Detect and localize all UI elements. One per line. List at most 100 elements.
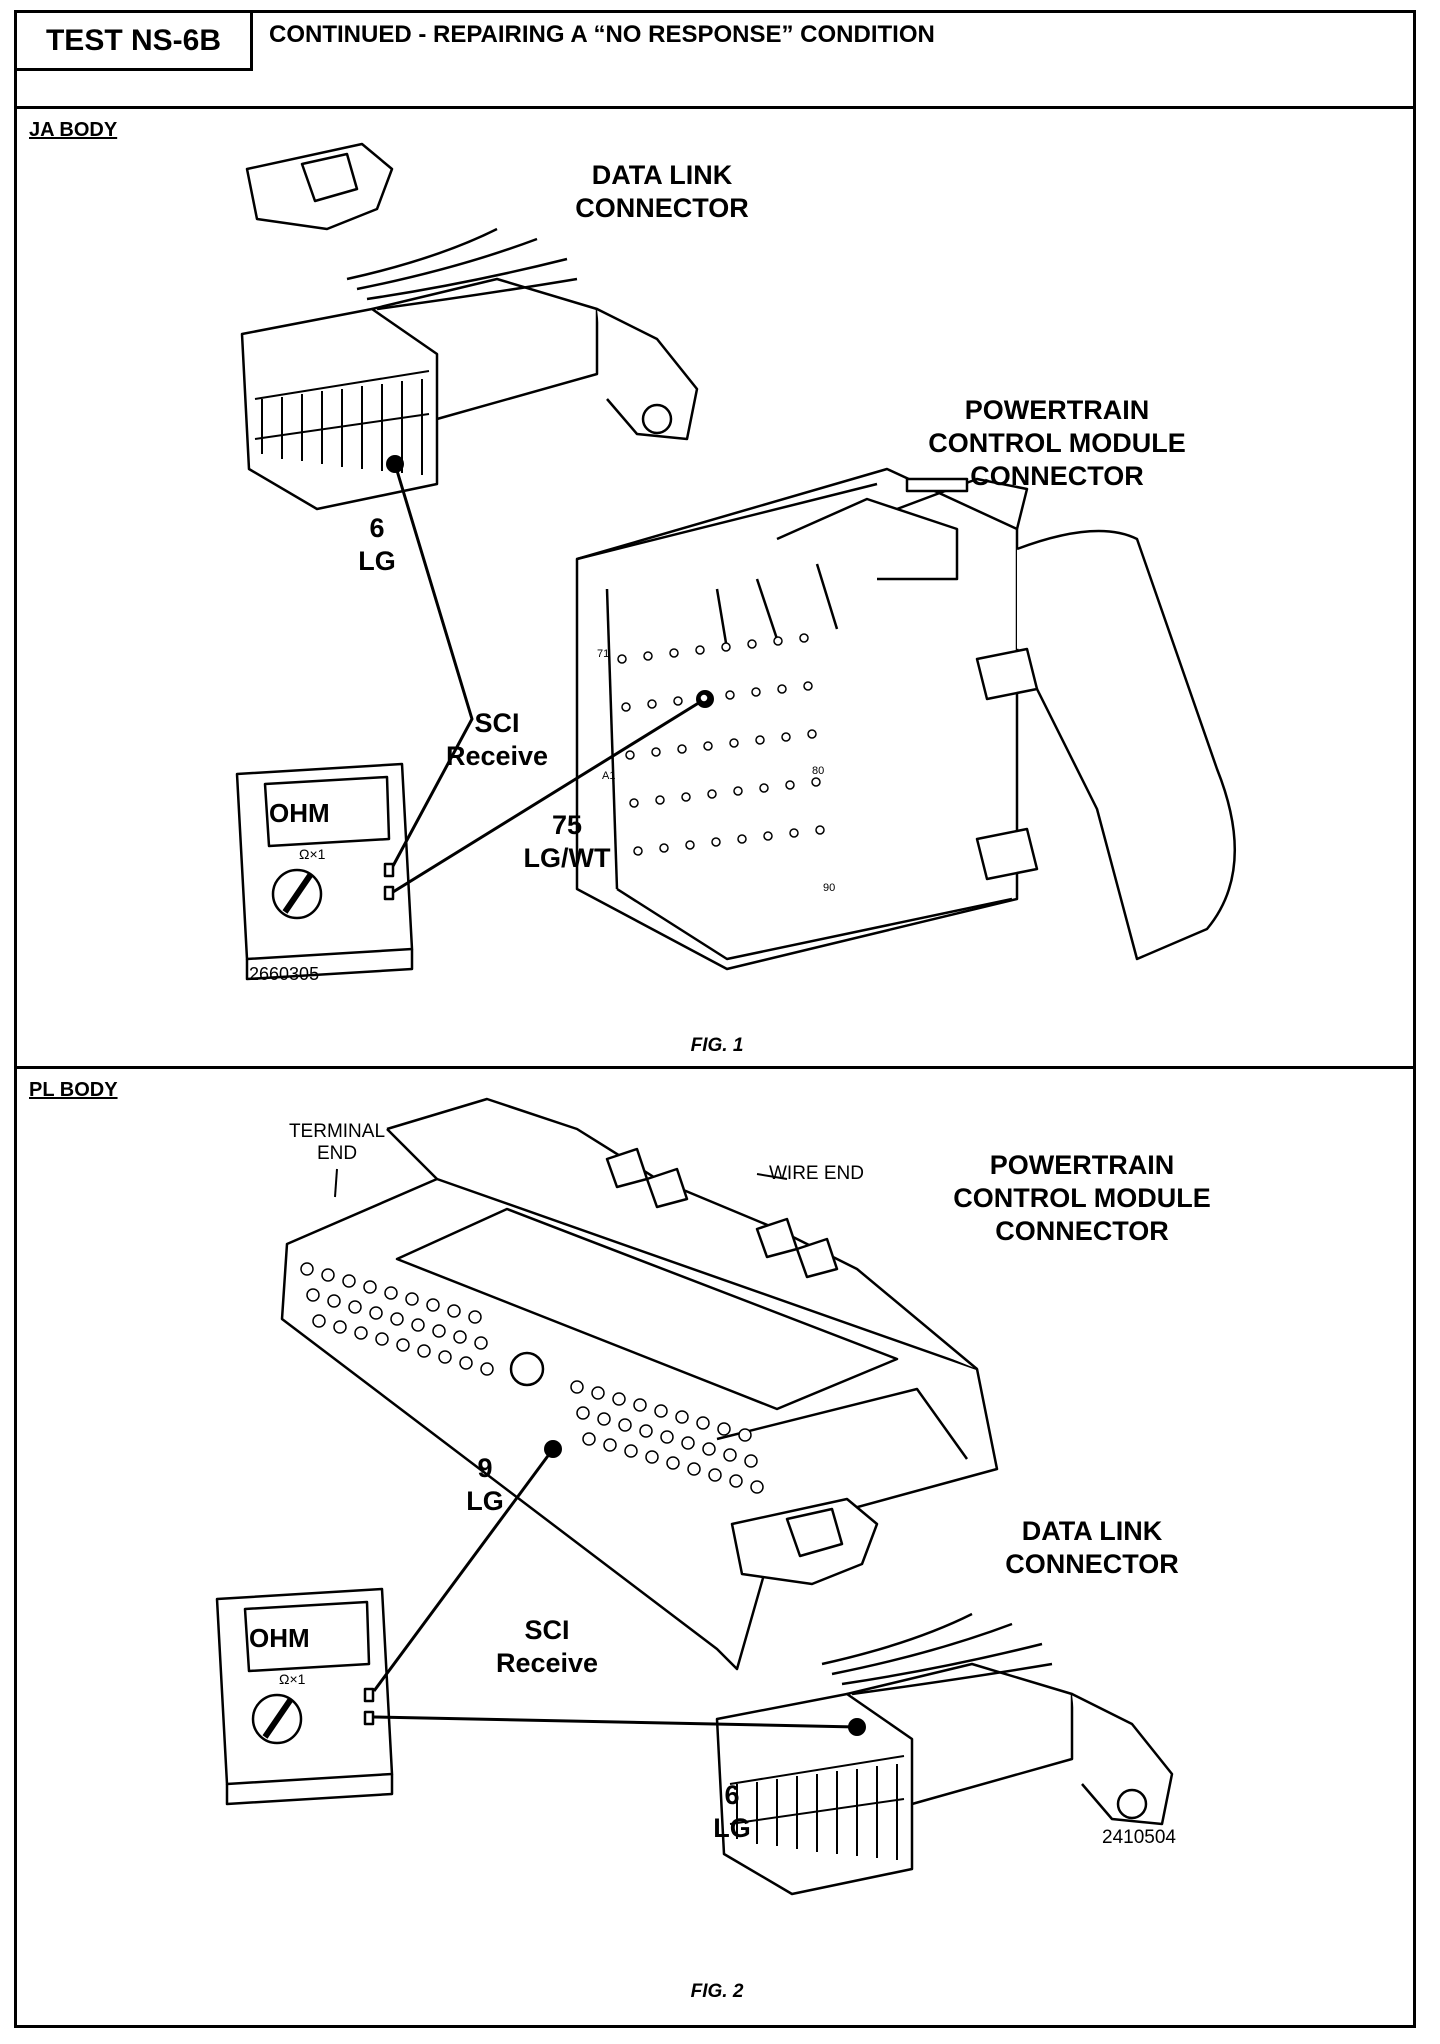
part-number-fig1: 2660305 [249, 964, 320, 984]
pcm-terminal-pin [625, 750, 635, 760]
pcm-terminal-pin [789, 828, 799, 838]
figure-2-drawing: OHM Ω×1 [215, 1097, 1174, 1896]
figure-1-caption: FIG. 1 [690, 1035, 744, 1056]
pcm-terminal-pin [354, 1326, 368, 1340]
pcm-terminal-pin [603, 1438, 617, 1452]
pcm-terminal-pin [738, 1428, 752, 1442]
pcm-terminal-pin [618, 1418, 632, 1432]
pcm-pin-grid-fig1 [617, 633, 825, 856]
pcm-terminal-pin [811, 777, 821, 787]
pin-label-a1: A1 [602, 770, 615, 782]
ohmmeter-fig1 [235, 762, 414, 981]
pcm-terminal-pin [687, 1462, 701, 1476]
pcm-terminal-pin [597, 1412, 611, 1426]
test-lead-fig2-a [372, 1448, 555, 1692]
pcm-terminal-pin [699, 693, 709, 703]
meter-display-fig2: OHM [249, 1623, 310, 1653]
pcm-terminal-pin [411, 1318, 425, 1332]
pcm-terminal-pin [643, 651, 653, 661]
figure-2-caption: FIG. 2 [690, 1981, 744, 2002]
figure-1-panel: JA BODY [17, 109, 1413, 1069]
pcm-terminal-pin [681, 792, 691, 802]
pcm-terminal-pin [612, 1392, 626, 1406]
pcm-terminal-pin [675, 1410, 689, 1424]
pcm-terminal-pin [673, 696, 683, 706]
meter-range-fig1: Ω×1 [299, 846, 326, 862]
pcm-terminal-pin [751, 687, 761, 697]
pcm-terminal-pin [306, 1288, 320, 1302]
pcm-terminal-pin [695, 645, 705, 655]
pin-label-71: 71 [597, 648, 609, 660]
pcm-terminal-pin [405, 1292, 419, 1306]
probe-point-pcm-9-fig2 [544, 1440, 562, 1458]
test-lead-fig2-b [373, 1715, 858, 1729]
pcm-terminal-pin [639, 1424, 653, 1438]
pcm-terminal-pin [708, 1468, 722, 1482]
pcm-terminal-pin [747, 639, 757, 649]
pcm-terminal-pin [717, 1422, 731, 1436]
pcm-terminal-pin [474, 1336, 488, 1350]
pcm-terminal-pin [744, 1454, 758, 1468]
pcm-terminal-pin [711, 837, 721, 847]
wire-end-label: WIRE END [769, 1163, 864, 1184]
terminal-end-pointer [334, 1168, 338, 1198]
pcm-terminal-pin [777, 684, 787, 694]
pcm-terminal-pin [570, 1380, 584, 1394]
pcm-terminal-pin [582, 1432, 596, 1446]
pcm-terminal-pin [390, 1312, 404, 1326]
body-label-ja: JA BODY [29, 119, 118, 141]
pcm-terminal-pin [327, 1294, 341, 1308]
ohmmeter-fig2 [215, 1587, 394, 1806]
data-link-connector-fig2 [715, 1497, 1174, 1896]
pcm-terminal-pin [773, 636, 783, 646]
pcm-terminal-pin [312, 1314, 326, 1328]
pcm-terminal-pin [681, 1436, 695, 1450]
pcm-terminal-pin [785, 780, 795, 790]
pcm-terminal-pin [438, 1350, 452, 1364]
pcm-terminal-pin [480, 1362, 494, 1376]
pcm-terminal-pin [799, 633, 809, 643]
body-label-pl: PL BODY [29, 1079, 118, 1101]
pcm-terminal-pin [468, 1310, 482, 1324]
pcm-terminal-pin [453, 1330, 467, 1344]
pcm-terminal-pin [426, 1298, 440, 1312]
pcm-terminal-pin [750, 1480, 764, 1494]
pcm-terminal-pin [348, 1300, 362, 1314]
pcm-terminal-pin [576, 1406, 590, 1420]
probe-point-dlc-6-fig2 [848, 1718, 866, 1736]
pcm-terminal-pin [755, 735, 765, 745]
pcm-terminal-pin [737, 834, 747, 844]
pcm-terminal-pin [363, 1280, 377, 1294]
test-lead-fig1-a [391, 463, 474, 867]
pcm-terminal-pin [659, 843, 669, 853]
test-lead-fig1-b [392, 697, 706, 894]
pcm-terminal-pin [633, 846, 643, 856]
pcm-terminal-pin [321, 1268, 335, 1282]
pcm-terminal-pin [696, 1416, 710, 1430]
pcm-terminal-pin [447, 1304, 461, 1318]
pcm-terminal-pin [342, 1274, 356, 1288]
pcm-terminal-pin [432, 1324, 446, 1338]
pcm-terminal-pin [729, 1474, 743, 1488]
pcm-terminal-pin [702, 1442, 716, 1456]
pcm-terminal-pin [617, 654, 627, 664]
pcm-terminal-pin [459, 1356, 473, 1370]
pcm-connector-fig1 [575, 467, 1237, 971]
pcm-terminal-pin [654, 1404, 668, 1418]
pcm-terminal-pin [660, 1430, 674, 1444]
pcm-terminal-pin [703, 741, 713, 751]
figure-1-drawing: OHM Ω×1 71 80 A1 90 [235, 142, 1237, 981]
pcm-terminal-pin [759, 783, 769, 793]
figure-2-panel: PL BODY [17, 1069, 1413, 2025]
part-number-fig2: 2410504 [1102, 1827, 1176, 1848]
meter-range-fig2: Ω×1 [279, 1671, 306, 1687]
pcm-terminal-pin [763, 831, 773, 841]
data-link-connector-fig1 [240, 142, 699, 511]
pcm-terminal-pin [333, 1320, 347, 1334]
pcm-terminal-pin [591, 1386, 605, 1400]
